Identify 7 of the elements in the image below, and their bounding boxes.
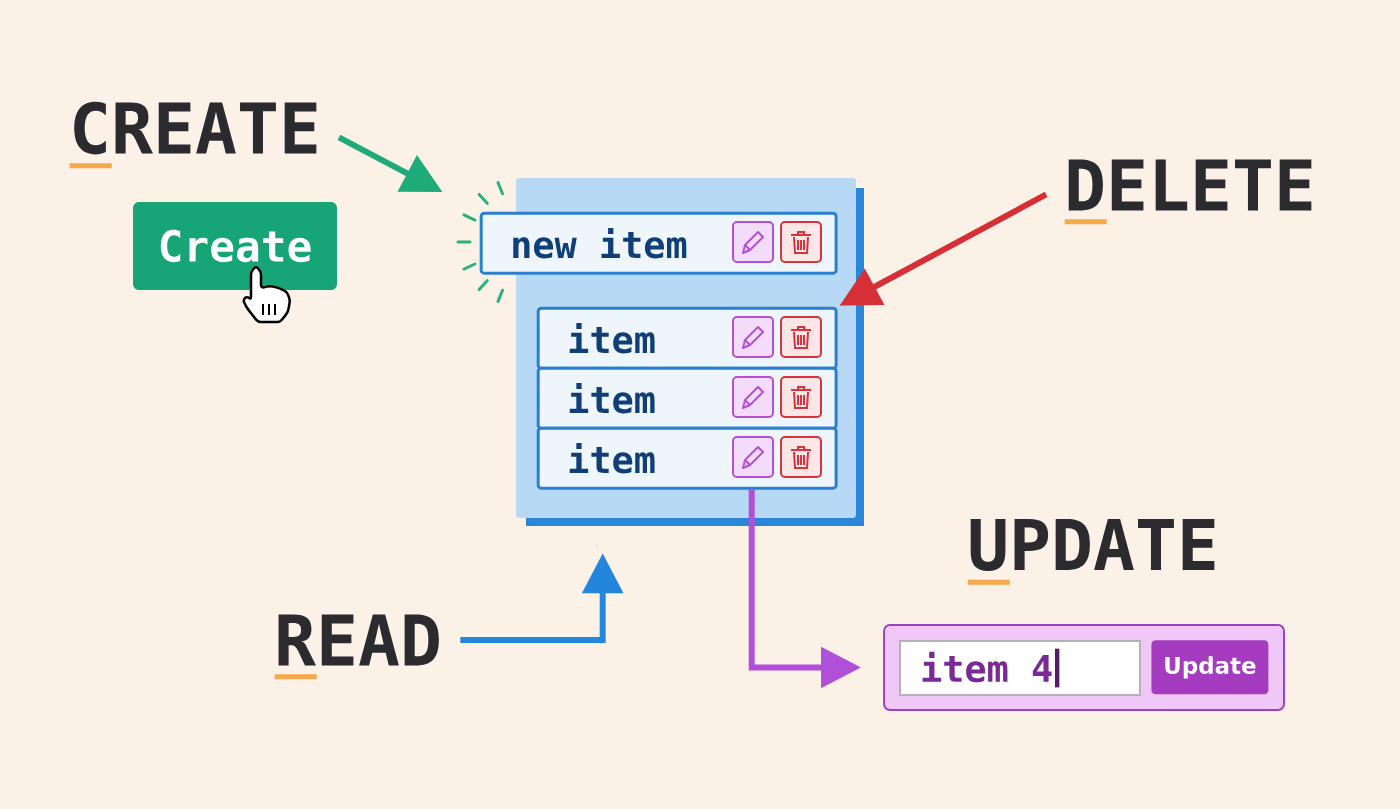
create-button: Create [133, 202, 337, 290]
input-field: item 4 [899, 640, 1141, 696]
heading: CREATE [74, 101, 317, 155]
heading: READ [278, 614, 439, 666]
heading: DELETE [1068, 159, 1312, 211]
heading: UPDATE [970, 519, 1215, 571]
update-button: Update [1151, 640, 1269, 695]
